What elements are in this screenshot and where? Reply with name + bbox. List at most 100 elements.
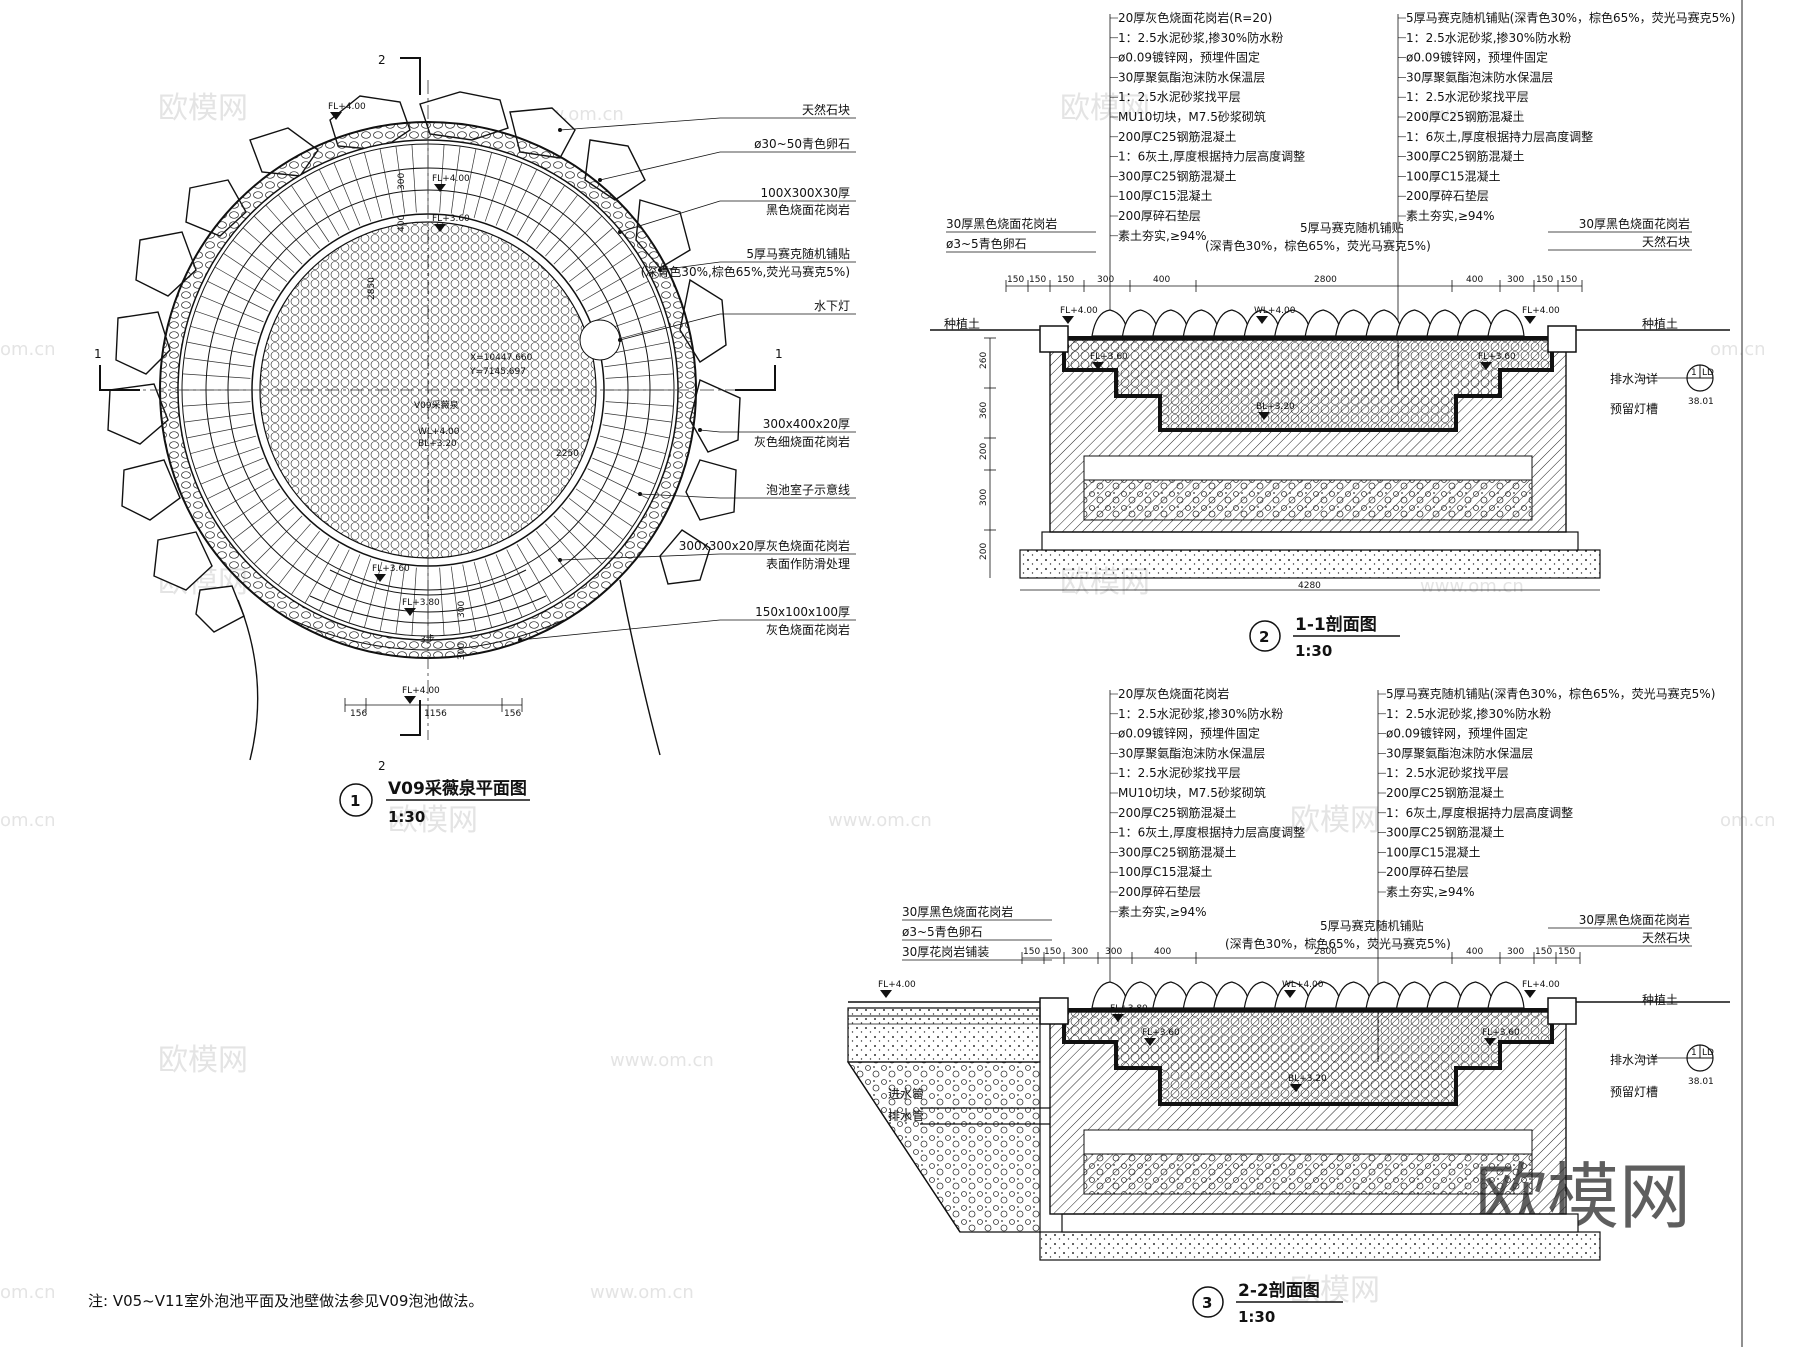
plan-scale: 1:30 [388,808,425,826]
dimension-label: 400 [1154,947,1171,957]
elevation-label: FL+4.00 [1522,980,1560,990]
layer-label-right: 30厚聚氨酯泡沫防水保温层 [1386,745,1533,760]
granite-step-joint [411,567,417,636]
layer-label-left: ø0.09镀锌网，预埋件固定 [1118,50,1260,65]
granite-step-joint [545,523,591,576]
right-callout: 天然石块 [1642,930,1690,945]
side-label: 种植土 [944,316,980,331]
granite-step-joint [277,194,320,249]
layer-label-right: 200厚C25钢筋混凝土 [1406,109,1525,124]
granite-step-joint [526,537,565,595]
layer-label-left: 200厚C25钢筋混凝土 [1118,805,1237,820]
dimension-label: 150 [1023,947,1040,957]
layer-label-left: 30厚聚氨酯泡沫防水保温层 [1118,69,1265,84]
layer-label-right: ø0.09镀锌网，预埋件固定 [1406,50,1548,65]
elevation-label: FL+4.00 [1060,306,1098,316]
watermark-domain: om.cn [0,1282,56,1303]
granite-step-joint [536,531,579,586]
granite-step-joint [561,507,614,553]
granite-step-joint [291,185,330,243]
dimension-label: 300 [1507,947,1524,957]
elevation-marker-icon [330,112,342,120]
layer-label-left: 1：2.5水泥砂浆,掺30%防水粉 [1118,706,1283,721]
section-number: 3 [1202,1294,1212,1312]
layer-label-right: 200厚碎石垫层 [1386,864,1469,879]
layer-label-left: 300厚C25钢筋混凝土 [1118,168,1237,183]
elevation-marker-icon [1092,362,1104,370]
right-callout: 30厚黑色烧面花岗岩 [1579,216,1690,231]
leader-dot [618,230,622,234]
elevation-label: FL+3.80 [1110,1004,1148,1014]
plan-callout-text: 150x100x100厚 [755,605,850,619]
mosaic-label: 5厚马赛克随机铺贴 [1300,220,1404,235]
elevation-label: BL+3.20 [1288,1074,1327,1084]
c15-concrete [1041,531,1579,551]
dimension-label: 2850 [367,277,377,300]
granite-step-joint [561,227,614,273]
elevation-label: FL+4.00 [878,980,916,990]
layer-label-right: 1：6灰土,厚度根据持力层高度调整 [1386,805,1573,820]
elevation-label: WL+4.00 [1254,306,1296,316]
leader-dot [518,638,522,642]
dimension-label: 156 [504,709,521,719]
watermark-brand: 欧模网 [1060,91,1150,126]
side-label: 种植土 [1642,316,1678,331]
dimension-label: 400 [1466,947,1483,957]
left-callout: ø3~5青色卵石 [946,237,1027,251]
elevation-marker-icon [1290,1084,1302,1092]
left-callout: 30厚花岗岩铺装 [902,944,989,959]
detail-ref-page: 38.01 [1688,1077,1714,1087]
granite-step-joint [581,266,642,302]
watermark-brand: 欧模网 [388,803,478,838]
plan-view: 1 1 2 2 FL+4.00FL+4.00FL+3.60FL+3.60FL+3… [94,53,856,826]
left-callout: ø3~5青色卵石 [902,925,983,939]
leader-dot [658,268,662,272]
granite-step-joint [232,498,287,541]
left-callout: 30厚黑色烧面花岗岩 [946,216,1057,231]
dimension-label: 2250 [556,449,579,459]
watermark-domain: om.cn [0,810,56,831]
granite-step-joint [395,146,406,214]
elevation-label: FL+3.60 [1482,1028,1520,1038]
layer-label-right: 100厚C15混凝土 [1406,168,1501,183]
elevation-label: FL+4.00 [402,686,440,696]
watermark-brand: 欧模网 [1290,803,1380,838]
slope-line [847,1061,961,1233]
granite-step-joint [184,412,252,423]
leader-line [659,261,721,271]
elevation-marker-icon [1480,362,1492,370]
plan-number: 1 [350,792,360,810]
drain-channel [1547,997,1577,1025]
section-title: 1-1剖面图 [1295,614,1377,635]
section-number-badge [1192,1286,1224,1318]
granite-step-joint [348,156,372,222]
granite-step-joint [291,537,330,595]
dimension-label: 300 [1097,275,1114,285]
granite-step-joint [516,176,552,237]
cut-mark-2: 2 [378,759,386,773]
dimension-label: 150 [1029,275,1046,285]
granite-step-joint [587,280,649,312]
elevation-marker-icon [404,696,416,704]
plan-callouts: 天然石块ø30~50青色卵石100X300X30厚黑色烧面花岗岩5厚马赛克随机铺… [518,102,856,642]
granite-step-joint [214,478,275,514]
plan-number-badge [339,783,373,817]
granite-step-joint [200,457,264,485]
elevation-marker-icon [1284,990,1296,998]
layer-label-left: 20厚灰色烧面花岗岩 [1118,686,1229,701]
layer-label-left: 1：2.5水泥砂浆找平层 [1118,765,1241,780]
elevation-label: FL+3.60 [372,564,410,574]
layer-label-right: 5厚马赛克随机铺贴(深青色30%，棕色65%，荧光马赛克5%) [1386,686,1715,701]
watermark-brand: 欧模网 [158,91,248,126]
layer-label-right: 300厚C25钢筋混凝土 [1386,825,1505,840]
layer-label-left: 素土夯实,≥94% [1118,904,1207,919]
granite-step-joint [569,239,624,282]
granite-step-joint [569,498,624,541]
granite-step-joint [207,468,269,500]
water-level-label: WL+4.00 [418,427,460,437]
leader-line [639,493,721,499]
plan-callout-text: 表面作防滑处理 [766,556,850,571]
mosaic-pool-basin [1062,336,1554,432]
cut-mark-2: 2 [378,53,386,67]
